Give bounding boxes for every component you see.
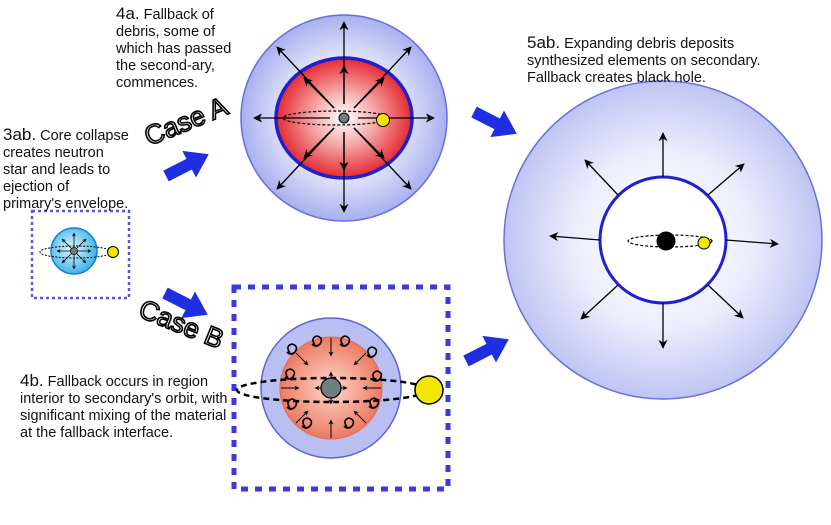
- secondary-star-3ab: [107, 246, 119, 258]
- caption-5ab-label: 5ab.: [527, 33, 561, 52]
- black-hole: [656, 231, 676, 251]
- caption-4a-text: Fallback of debris, some of which has pa…: [116, 7, 232, 91]
- caption-5ab-text: Expanding debris deposits synthesized el…: [527, 36, 761, 86]
- flow-arrow-4a-to-5ab: [471, 106, 517, 138]
- caption-3ab-text: Core collapse creates neutron star and l…: [3, 128, 129, 212]
- neutron-star-3ab: [70, 247, 78, 255]
- case-a-label: Case A: [140, 91, 232, 151]
- caption-4b: 4b. Fallback occurs in region interior t…: [20, 372, 232, 442]
- secondary-star-4a: [376, 113, 390, 127]
- flow-arrow-to-4a: [163, 150, 209, 182]
- orbit-5ab: [627, 234, 713, 248]
- neutron-star-4a: [338, 112, 350, 124]
- caption-3ab-label: 3ab.: [3, 125, 37, 144]
- flow-arrow-4b-to-5ab: [463, 335, 509, 367]
- flow-arrows: [162, 106, 517, 367]
- ejection-arrows-5ab: [549, 132, 779, 349]
- caption-3ab: 3ab. Core collapse creates neutron star …: [3, 126, 131, 213]
- stage-4b-frame: [231, 284, 451, 492]
- neutron-star-4b: [320, 377, 342, 399]
- caption-4a: 4a. Fallback of debris, some of which ha…: [116, 5, 248, 92]
- stage-4a-diagram: [240, 14, 448, 222]
- stage-4b-diagram: [231, 284, 451, 492]
- secondary-star-4b: [414, 375, 444, 405]
- secondary-star-5ab: [697, 236, 711, 250]
- stage-5ab-diagram: [503, 80, 823, 400]
- caption-4a-label: 4a.: [116, 4, 140, 23]
- stage-3ab-diagram: [30, 209, 131, 300]
- caption-4b-text: Fallback occurs in region interior to se…: [20, 374, 228, 441]
- ejection-arrows-4a: [253, 21, 435, 213]
- flow-arrow-to-4b: [162, 287, 208, 319]
- caption-4b-label: 4b.: [20, 371, 44, 390]
- caption-5ab: 5ab. Expanding debris deposits synthesiz…: [527, 34, 802, 87]
- stage-3ab-frame: [30, 209, 131, 300]
